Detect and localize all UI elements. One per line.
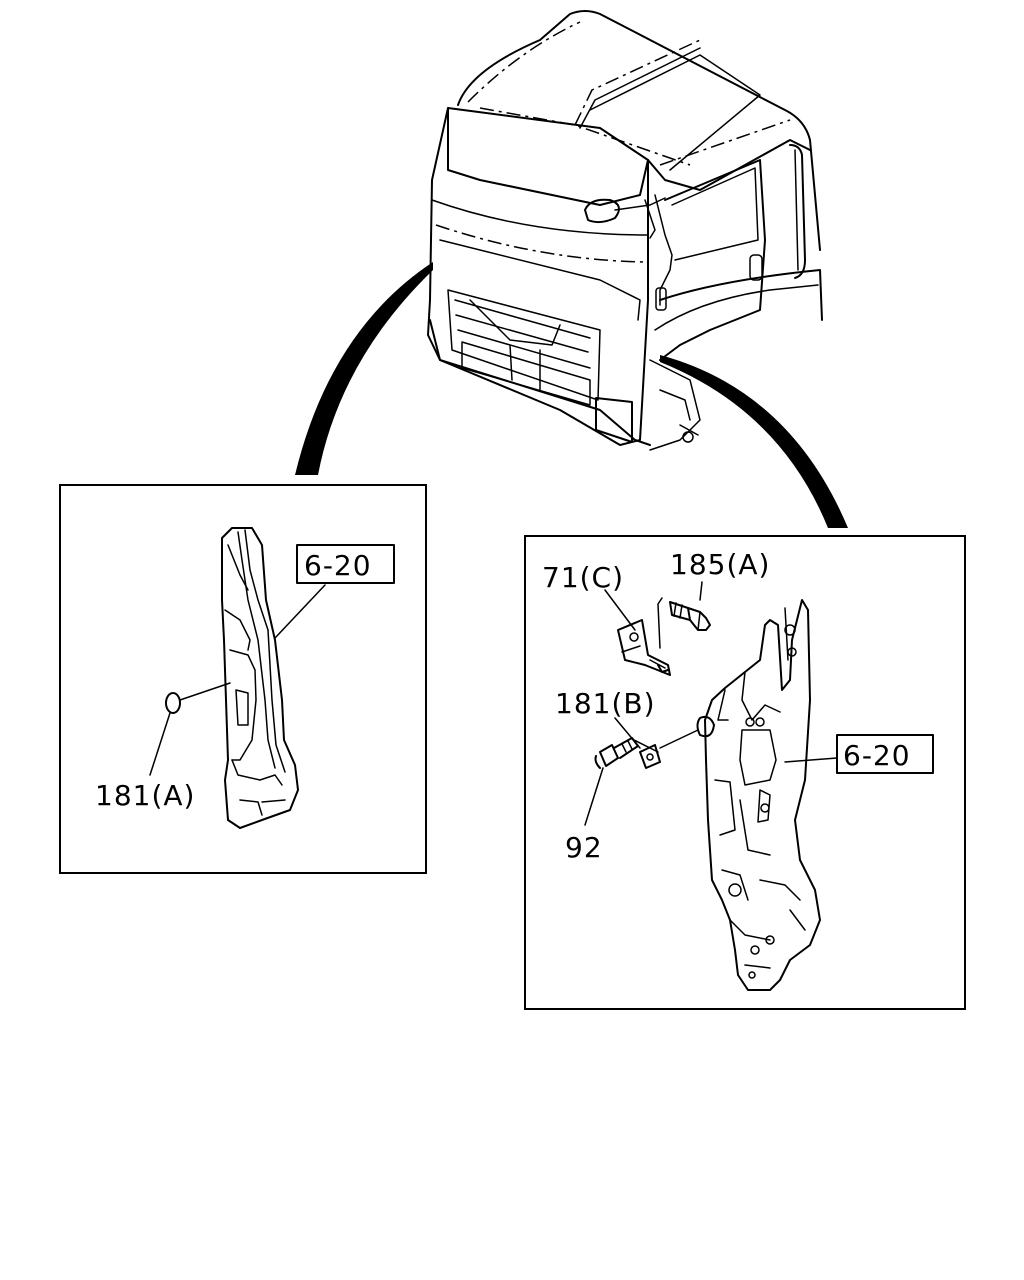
detail-panel-left xyxy=(59,484,427,874)
left-pillar-part xyxy=(221,527,299,829)
ref-box-left xyxy=(296,544,395,584)
truck-cab-illustration xyxy=(427,10,823,451)
part-label-181a: 181(A) xyxy=(95,779,195,812)
ref-box-right xyxy=(836,734,934,774)
plug-181a-icon xyxy=(165,692,181,714)
right-pillar-part xyxy=(704,599,821,991)
plug-181b-icon xyxy=(659,715,715,749)
part-label-181b: 181(B) xyxy=(555,687,656,720)
ref-label-right: 6-20 xyxy=(843,739,911,772)
part-label-185a: 185(A) xyxy=(670,548,770,581)
callout-arc-right xyxy=(660,355,848,528)
ref-label-left: 6-20 xyxy=(304,549,372,582)
bolt-92-icon xyxy=(594,737,659,769)
part-label-71c: 71(C) xyxy=(542,561,624,594)
bolt-185a-icon xyxy=(657,597,711,649)
part-label-92: 92 xyxy=(565,831,603,864)
callout-arc-left xyxy=(295,262,433,475)
bracket-71c-icon xyxy=(617,619,671,676)
